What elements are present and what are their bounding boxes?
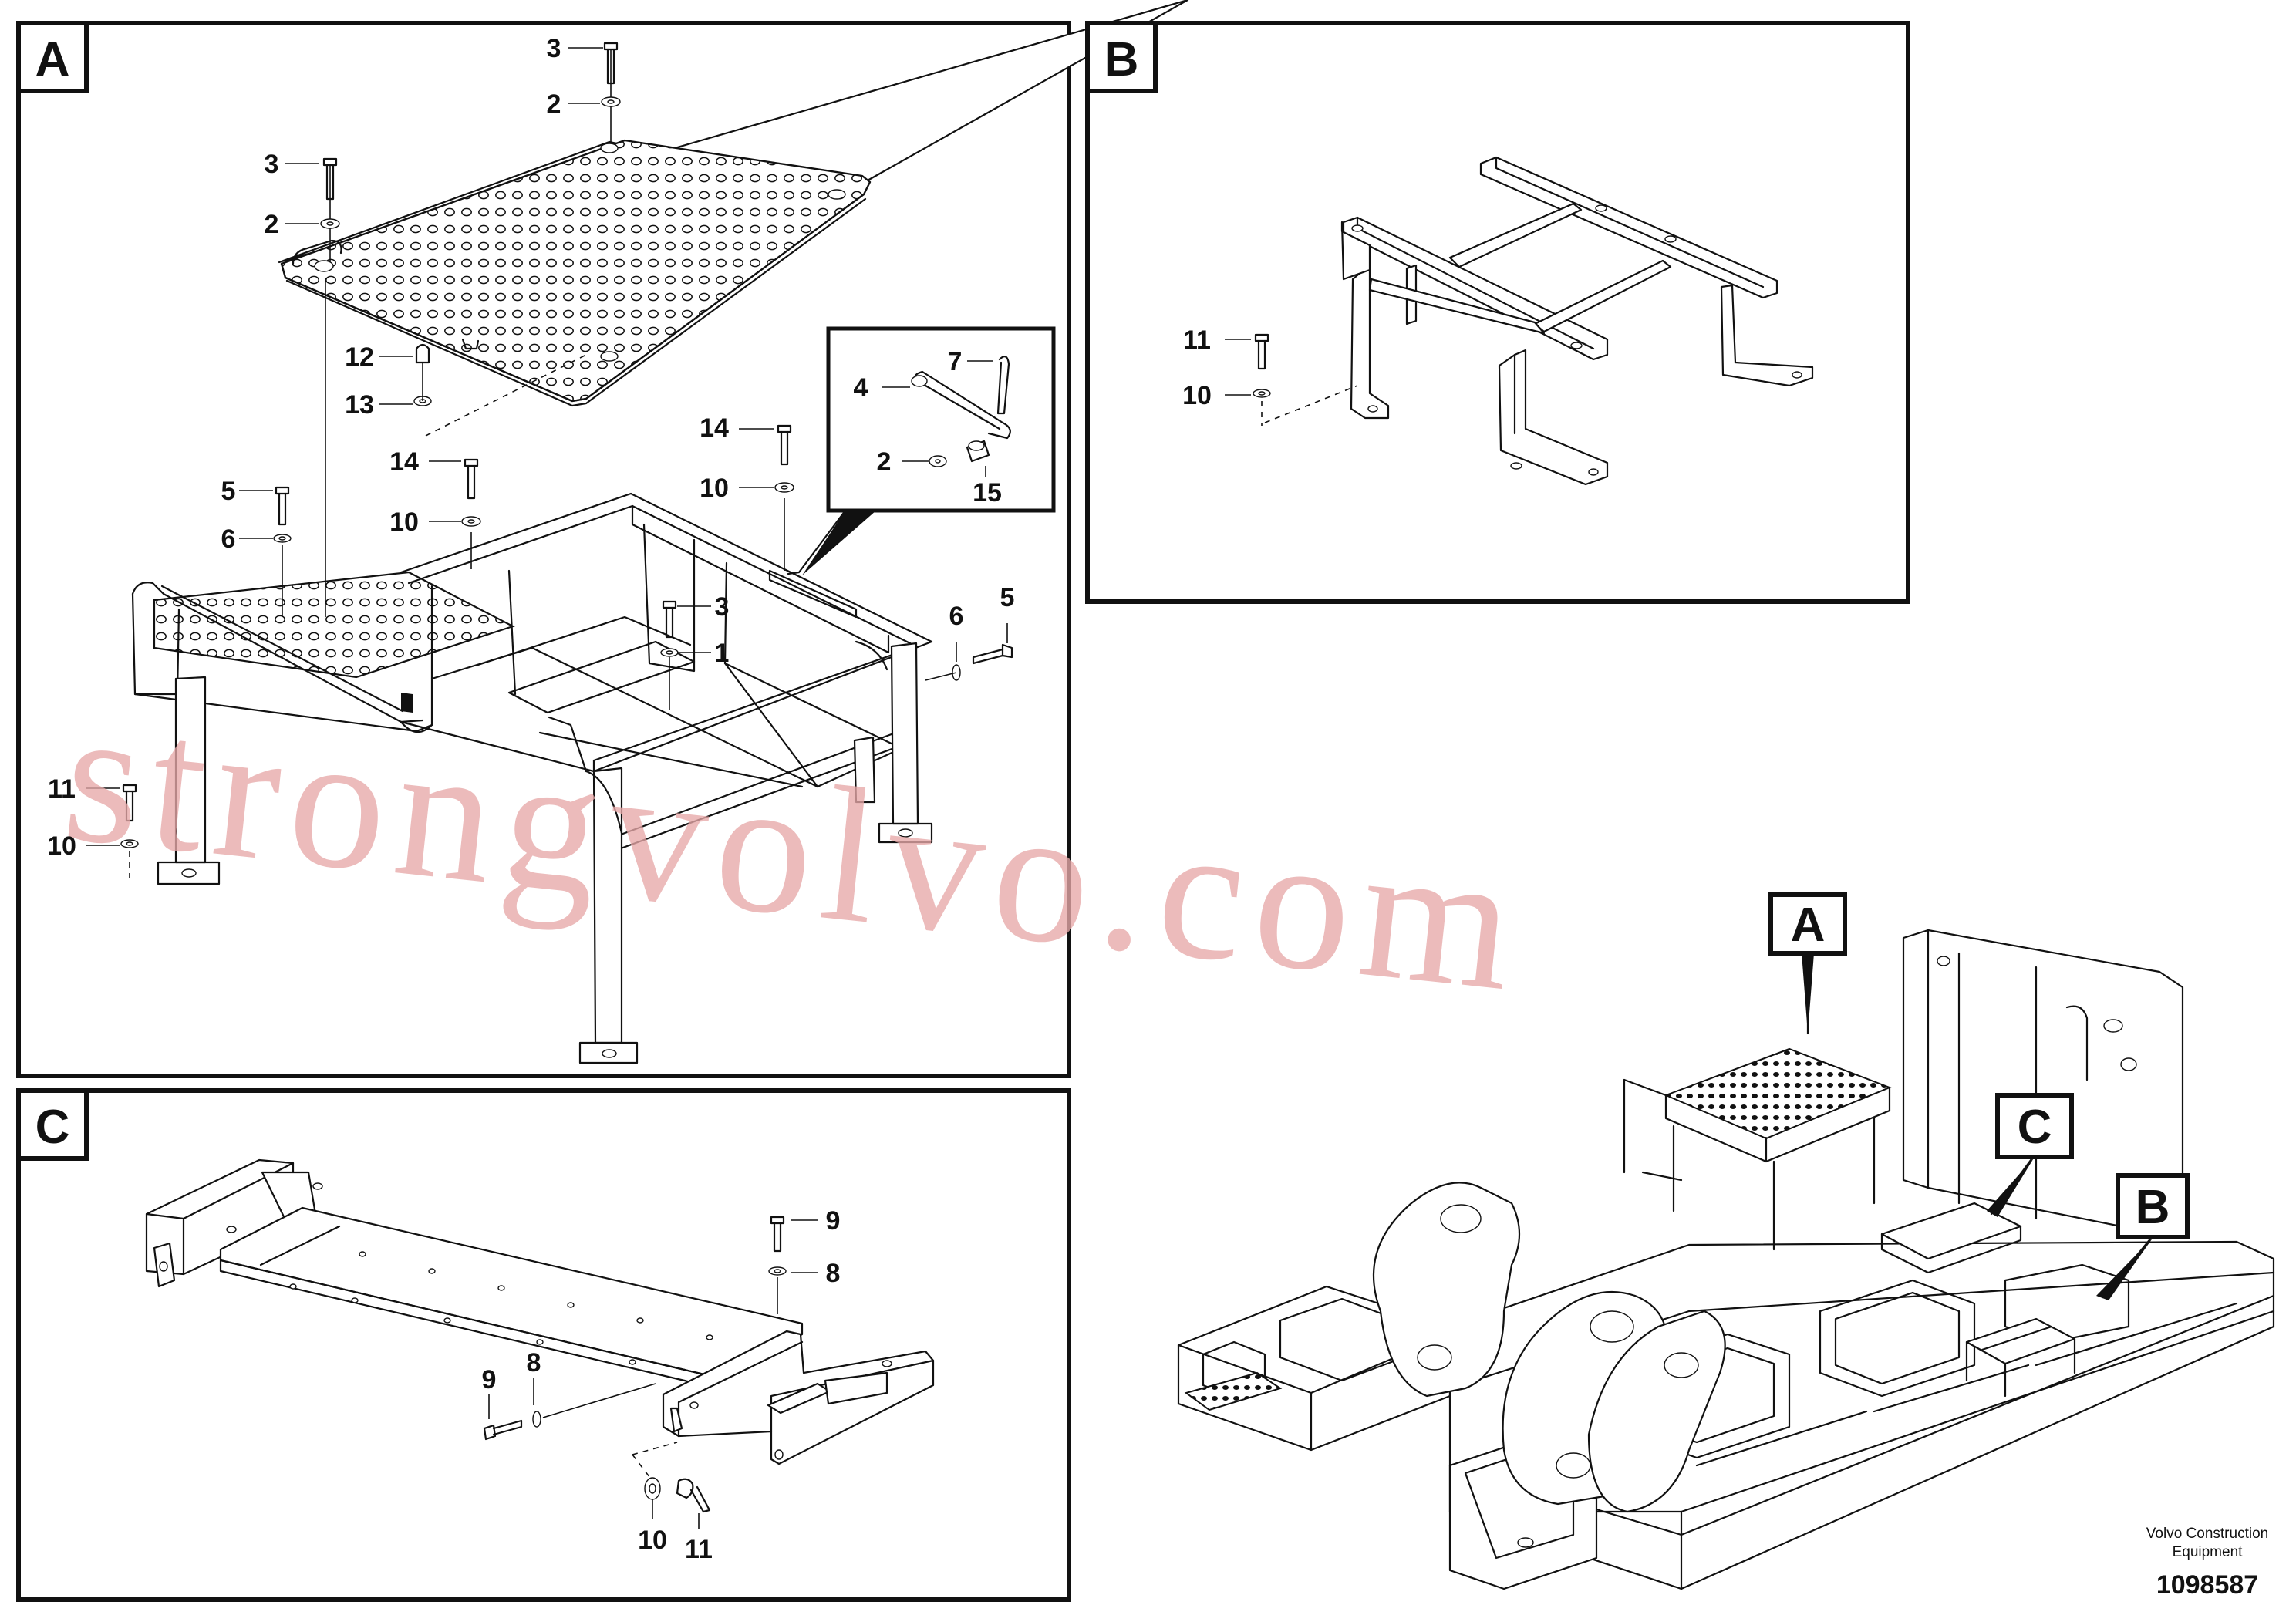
- hardware-stack-c-side: [483, 1378, 656, 1441]
- callout-10: 10: [1182, 381, 1212, 410]
- hardware-stack-leg: [120, 784, 139, 879]
- bracket-frame-b: [1340, 156, 1814, 486]
- callout-7: 7: [948, 347, 963, 376]
- platform-frame: [131, 492, 933, 1064]
- overview-tag-c-box: [1995, 1093, 2074, 1159]
- hardware-stack-side: [925, 643, 1013, 681]
- overview-tag-b-box: [2116, 1173, 2190, 1239]
- callout-13: 13: [345, 390, 374, 420]
- panel-a-frame: [16, 21, 1071, 1078]
- panel-c-frame: [16, 1088, 1071, 1602]
- panel-c-letter: C: [35, 1101, 70, 1154]
- watermark: strongvolvo.com: [56, 667, 1533, 1033]
- callout-5: 5: [1000, 583, 1015, 612]
- overview-machine: A C B: [1177, 892, 2275, 1590]
- overview-tag-c: C: [2018, 1101, 2052, 1154]
- callout-10: 10: [700, 474, 729, 503]
- callout-6: 6: [949, 602, 964, 631]
- callout-11: 11: [48, 774, 76, 804]
- callout-3: 3: [547, 34, 561, 63]
- callout-5: 5: [221, 477, 236, 506]
- hardware-rubber-stop: [413, 343, 587, 437]
- callout-15: 15: [973, 478, 1002, 508]
- callout-9: 9: [826, 1206, 841, 1236]
- detail-inset: [787, 326, 1056, 575]
- bracket-frame-c: [145, 1158, 935, 1465]
- perforated-top-plate: [278, 0, 1189, 407]
- detail-inset-frame: [826, 326, 1056, 513]
- callout-3: 3: [715, 592, 730, 622]
- footer: Volvo Construction Equipment 1098587: [2146, 1526, 2268, 1600]
- panel-c: C: [16, 1088, 1071, 1602]
- callout-12: 12: [345, 342, 374, 372]
- drawing-number: 1098587: [2156, 1570, 2258, 1600]
- hardware-stack-left-frame: [273, 486, 292, 617]
- panel-a-callouts: 3 2 3 2 12 13 14 14 10 10 5 6 3 1 6 5 11…: [47, 34, 1014, 861]
- hardware-stack-c-top: [768, 1216, 818, 1314]
- callout-3: 3: [265, 150, 279, 179]
- panel-a-label-box: [16, 21, 89, 93]
- company-name-line1: Volvo Construction: [2146, 1526, 2268, 1542]
- callout-8: 8: [527, 1348, 541, 1378]
- hardware-stack-c-bottom: [632, 1442, 711, 1529]
- panel-a-leaders: [86, 47, 1008, 846]
- hardware-stack-middle: [461, 458, 481, 569]
- callout-1: 1: [715, 639, 730, 668]
- callout-6: 6: [221, 524, 236, 554]
- hardware-stack-b: [1225, 333, 1358, 426]
- hardware-stack-right: [774, 424, 794, 571]
- overview-tag-a-box: [1768, 892, 1847, 956]
- panel-c-callouts: 9 8 9 8 10 11: [482, 1206, 841, 1564]
- callout-14: 14: [389, 447, 419, 477]
- panel-b-frame: [1085, 21, 1910, 604]
- callout-14: 14: [700, 413, 729, 443]
- callout-10: 10: [47, 831, 76, 861]
- callout-2: 2: [877, 447, 892, 477]
- callout-4: 4: [854, 373, 868, 403]
- panel-a: A: [16, 0, 1189, 1078]
- callout-2: 2: [265, 210, 279, 239]
- company-name-line2: Equipment: [2173, 1544, 2244, 1560]
- hardware-stack-left-plate: [320, 157, 340, 617]
- callout-11: 11: [1183, 325, 1211, 355]
- callout-10: 10: [638, 1526, 667, 1555]
- panel-b: B: [1085, 21, 1910, 604]
- callout-10: 10: [389, 508, 419, 537]
- hardware-stack-inner: [660, 600, 679, 710]
- overview-tag-b: B: [2136, 1181, 2170, 1234]
- panel-b-letter: B: [1104, 33, 1139, 86]
- callout-2: 2: [547, 89, 561, 119]
- callout-9: 9: [482, 1365, 497, 1394]
- panel-b-label-box: [1085, 21, 1158, 93]
- panel-a-letter: A: [35, 33, 70, 86]
- panel-b-callouts: 11 10: [1182, 325, 1212, 410]
- overview-tag-a: A: [1791, 899, 1826, 952]
- callout-8: 8: [826, 1259, 841, 1288]
- callout-11: 11: [685, 1535, 713, 1564]
- hardware-stack-top: [601, 42, 621, 143]
- panel-c-label-box: [16, 1088, 89, 1161]
